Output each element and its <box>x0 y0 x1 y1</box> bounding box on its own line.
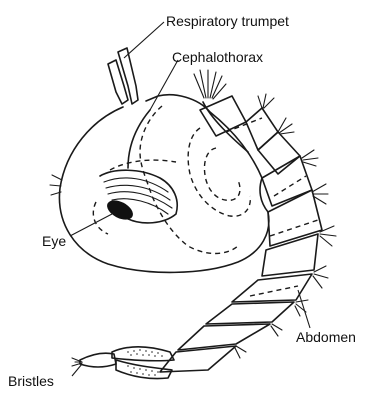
label-bristles: Bristles <box>8 373 54 389</box>
paddles-icon <box>112 347 174 379</box>
leader-abdomen <box>298 290 310 328</box>
cephalothorax-body <box>50 95 269 273</box>
label-respiratory-trumpet: Respiratory trumpet <box>166 13 289 29</box>
respiratory-trumpet-icon <box>108 48 138 104</box>
label-cephalothorax: Cephalothorax <box>172 49 263 65</box>
eye-region <box>100 170 177 223</box>
leader-cephalothorax <box>150 60 178 110</box>
tail-bristles-icon <box>72 353 116 367</box>
label-eye: Eye <box>42 233 66 249</box>
leg-sheaths-dashed <box>93 106 250 254</box>
leader-respiratory-trumpet <box>124 22 164 58</box>
label-abdomen: Abdomen <box>296 329 356 345</box>
dorsal-bristles-icon <box>194 70 226 99</box>
